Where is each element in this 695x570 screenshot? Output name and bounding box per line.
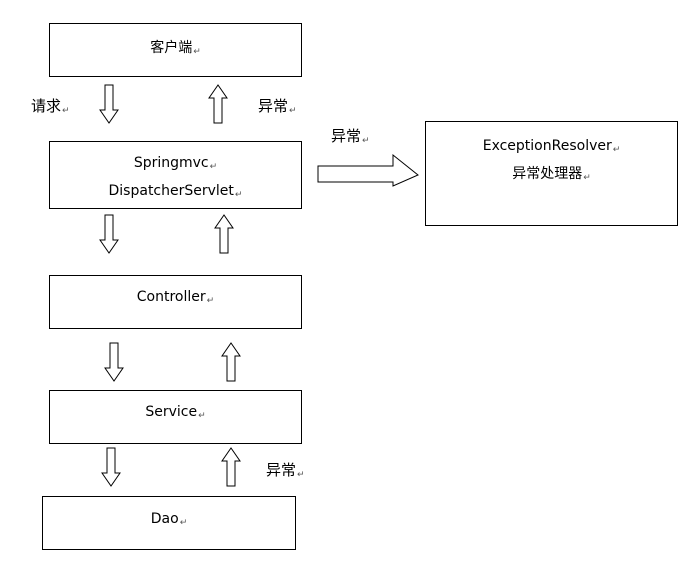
client-box: 客户端↵ — [49, 23, 302, 77]
controller-box: Controller↵ — [49, 275, 302, 329]
paragraph-mark: ↵ — [179, 518, 188, 528]
up-arrow-icon — [214, 214, 234, 254]
up-arrow-icon — [221, 342, 241, 382]
paragraph-mark: ↵ — [362, 136, 370, 146]
paragraph-mark: ↵ — [297, 470, 305, 480]
paragraph-mark: ↵ — [209, 162, 218, 172]
paragraph-mark: ↵ — [583, 173, 591, 183]
exception-label-dao: 异常↵ — [266, 461, 305, 480]
exception-label-client: 异常↵ — [258, 97, 297, 116]
resolver-box-line1: ExceptionResolver — [482, 138, 612, 154]
down-arrow-icon — [101, 447, 121, 487]
paragraph-mark: ↵ — [62, 106, 70, 116]
down-arrow-icon — [99, 214, 119, 254]
paragraph-mark: ↵ — [198, 411, 206, 421]
service-box: Service↵ — [49, 390, 302, 444]
resolver-box-line2: 异常处理器 — [512, 166, 583, 182]
paragraph-mark: ↵ — [234, 190, 243, 200]
dao-box: Dao↵ — [42, 496, 296, 550]
paragraph-mark: ↵ — [193, 47, 201, 57]
dispatcher-box-line1: Springmvc — [133, 155, 209, 171]
request-label: 请求↵ — [31, 97, 70, 116]
dispatcher-servlet-box: Springmvc↵ DispatcherServlet↵ — [49, 141, 302, 209]
controller-box-label: Controller — [136, 289, 206, 305]
exception-label-resolver: 异常↵ — [331, 127, 370, 146]
up-arrow-icon — [208, 84, 228, 124]
right-arrow-icon — [317, 153, 419, 187]
dispatcher-box-line2: DispatcherServlet — [108, 183, 234, 199]
up-arrow-icon — [221, 447, 241, 487]
down-arrow-icon — [104, 342, 124, 382]
paragraph-mark: ↵ — [206, 296, 215, 306]
dao-box-label: Dao — [150, 511, 179, 527]
exception-resolver-box: ExceptionResolver↵ 异常处理器↵ — [425, 121, 678, 226]
paragraph-mark: ↵ — [289, 106, 297, 116]
paragraph-mark: ↵ — [612, 145, 621, 155]
down-arrow-icon — [99, 84, 119, 124]
client-box-label: 客户端 — [150, 40, 193, 56]
service-box-label: Service — [145, 404, 198, 420]
